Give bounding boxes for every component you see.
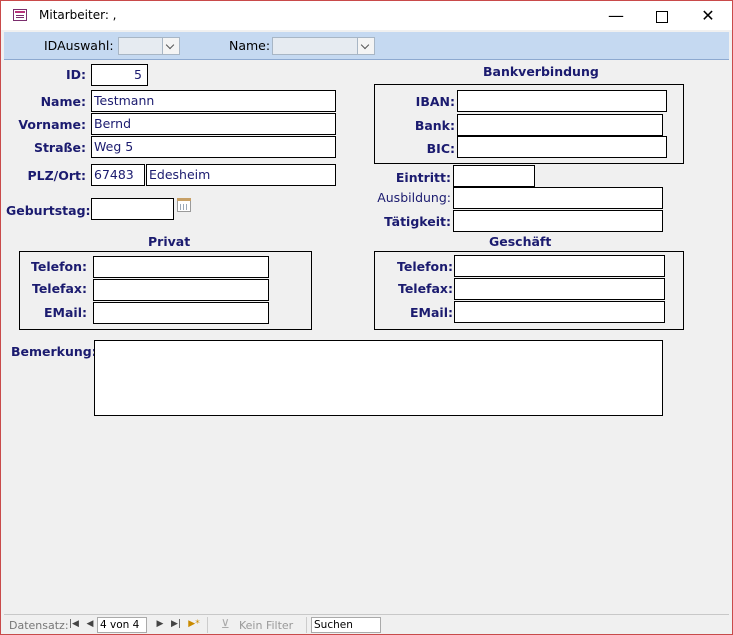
close-button[interactable]: ✕ <box>701 6 715 25</box>
business-email-label: EMail: <box>410 305 453 320</box>
name-selection-label: Name: <box>229 38 271 53</box>
last-record-icon[interactable]: ▶| <box>171 619 181 629</box>
minimize-button[interactable]: — <box>608 6 624 25</box>
birthday-field[interactable] <box>91 198 174 220</box>
id-field[interactable]: 5 <box>91 64 148 86</box>
bank-field[interactable] <box>457 114 663 136</box>
private-phone-label: Telefon: <box>30 259 87 274</box>
name-field[interactable]: Testmann <box>91 90 336 112</box>
filter-status-button[interactable]: Kein Filter <box>239 619 294 632</box>
record-position-field[interactable]: 4 von 4 <box>97 617 147 633</box>
chevron-down-icon[interactable] <box>357 38 374 54</box>
selection-header: IDAuswahl: Name: <box>4 32 729 60</box>
chevron-down-icon[interactable] <box>162 38 179 54</box>
birthday-label: Geburtstag: <box>6 203 91 218</box>
training-field[interactable] <box>453 187 663 209</box>
iban-label: IBAN: <box>415 94 455 109</box>
business-phone-field[interactable] <box>454 255 665 277</box>
window-title: Mitarbeiter: , <box>39 8 117 22</box>
business-contact-box <box>374 251 684 330</box>
filter-icon[interactable]: ⊻ <box>221 617 230 631</box>
job-field[interactable] <box>453 210 663 232</box>
search-input[interactable]: Suchen <box>311 617 381 633</box>
first-name-field[interactable]: Bernd <box>91 113 336 135</box>
street-field[interactable]: Weg 5 <box>91 136 336 158</box>
business-fax-field[interactable] <box>454 278 665 300</box>
form-icon <box>13 9 27 21</box>
navigation-divider <box>306 617 307 633</box>
training-label: Ausbildung: <box>377 190 451 205</box>
entry-date-field[interactable] <box>453 165 535 187</box>
id-selection-combo[interactable] <box>118 37 180 55</box>
remarks-label: Bemerkung: <box>11 344 97 359</box>
record-label: Datensatz: <box>9 619 69 632</box>
private-fax-label: Telefax: <box>31 281 87 296</box>
title-bar: Mitarbeiter: , — ✕ <box>1 1 732 30</box>
business-fax-label: Telefax: <box>397 281 453 296</box>
id-label: ID: <box>65 67 86 82</box>
business-title: Geschäft <box>489 234 552 249</box>
private-fax-field[interactable] <box>93 279 269 301</box>
bank-details-box <box>374 84 684 164</box>
job-label: Tätigkeit: <box>384 214 451 229</box>
private-contact-box <box>19 251 312 330</box>
private-phone-field[interactable] <box>93 256 269 278</box>
new-record-icon[interactable]: ▶* <box>188 619 200 629</box>
name-label: Name: <box>40 94 86 109</box>
previous-record-icon[interactable]: ◀ <box>86 619 94 629</box>
bank-label: Bank: <box>414 118 455 133</box>
private-title: Privat <box>148 234 191 249</box>
private-email-label: EMail: <box>44 305 87 320</box>
navigation-divider <box>207 617 208 633</box>
next-record-icon[interactable]: ▶ <box>156 619 164 629</box>
city-field[interactable]: Edesheim <box>146 164 336 186</box>
business-email-field[interactable] <box>454 301 665 323</box>
id-selection-label: IDAuswahl: <box>44 38 114 53</box>
bic-field[interactable] <box>457 136 667 158</box>
name-selection-combo[interactable] <box>272 37 375 55</box>
business-phone-label: Telefon: <box>396 259 453 274</box>
private-email-field[interactable] <box>93 302 269 324</box>
bank-details-title: Bankverbindung <box>483 64 599 79</box>
calendar-icon[interactable] <box>177 198 191 212</box>
first-record-icon[interactable]: |◀ <box>69 619 79 629</box>
entry-date-label: Eintritt: <box>395 170 451 185</box>
remarks-field[interactable] <box>94 340 663 416</box>
record-navigation-bar: Datensatz: |◀ ◀ 4 von 4 ▶ ▶| ▶* ⊻ Kein F… <box>4 614 729 634</box>
first-name-label: Vorname: <box>18 117 86 132</box>
maximize-icon <box>656 10 668 23</box>
zip-field[interactable]: 67483 <box>91 164 145 186</box>
iban-field[interactable] <box>457 90 667 112</box>
bic-label: BIC: <box>426 141 455 156</box>
street-label: Straße: <box>33 140 86 155</box>
maximize-button[interactable] <box>639 1 685 30</box>
zip-city-label: PLZ/Ort: <box>27 168 86 183</box>
